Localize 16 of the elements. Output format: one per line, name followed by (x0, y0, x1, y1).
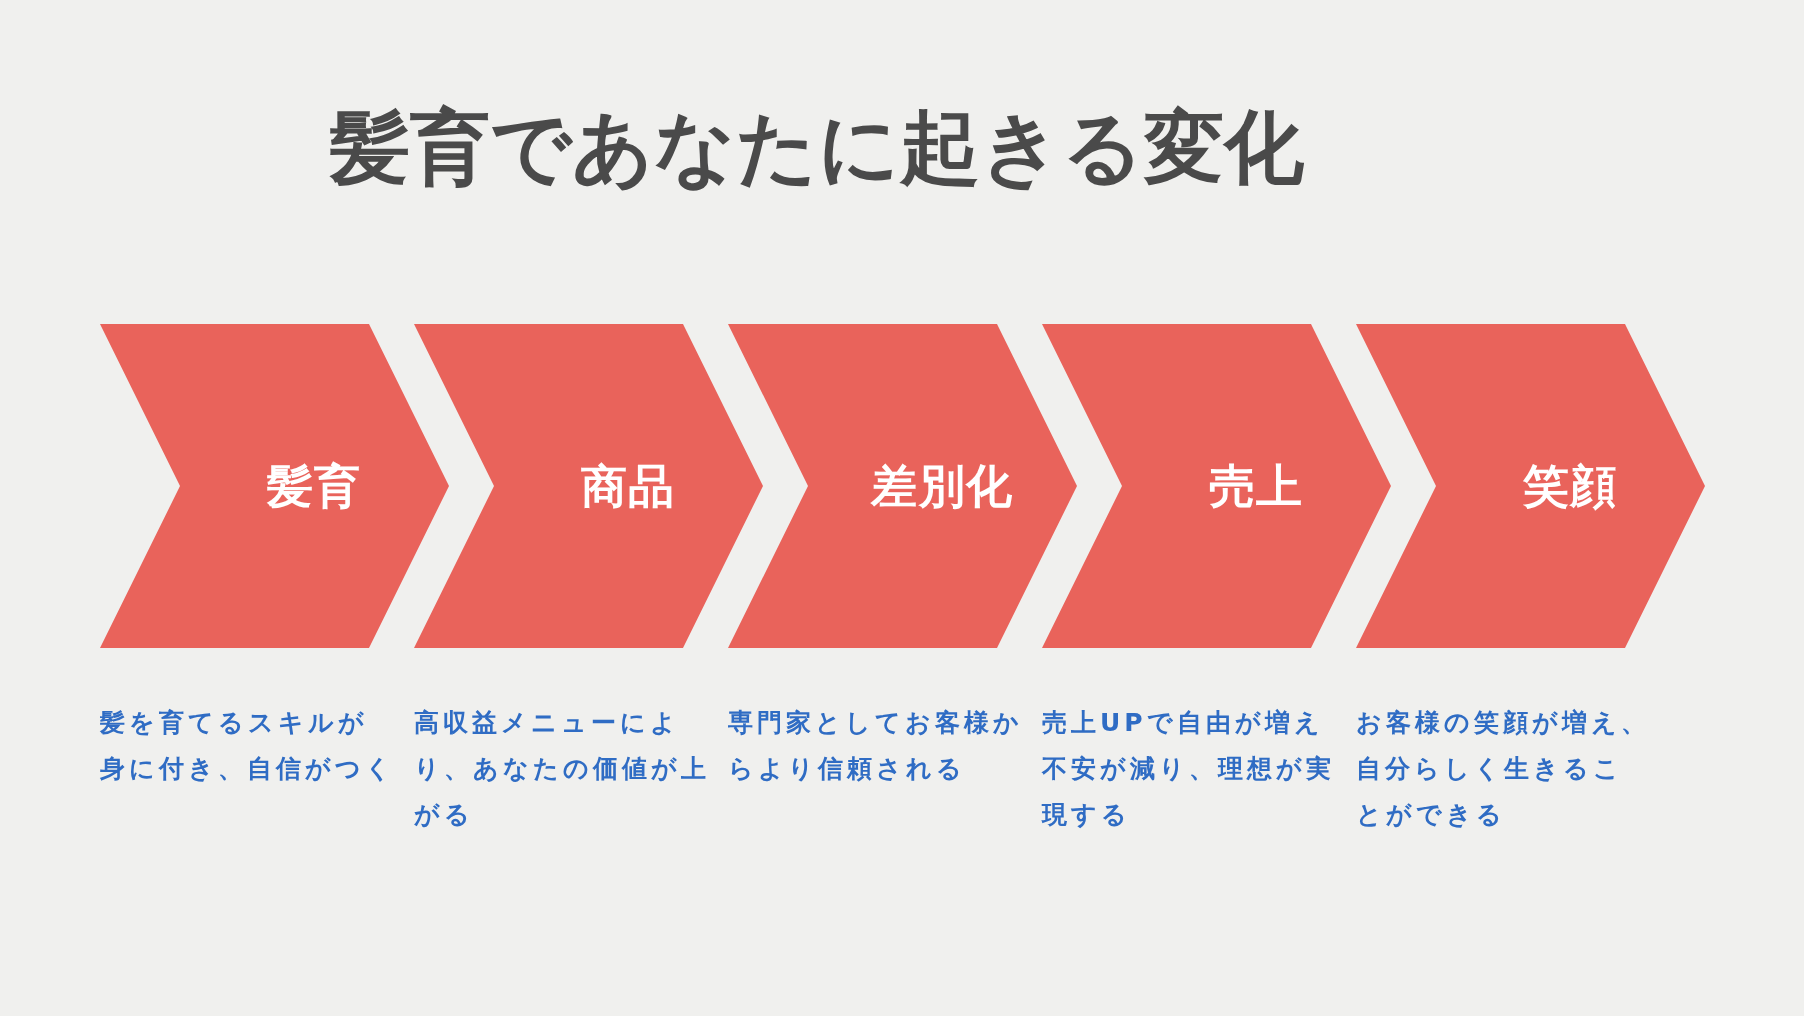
description-text: 専門家としてお客様からより信頼される (728, 707, 1024, 785)
description-text: 売上UPで自由が増え不安が減り、理想が実現する (1042, 707, 1336, 831)
step-label: 商品 (580, 457, 677, 515)
chevron-step (100, 324, 449, 648)
chevron-step (1356, 324, 1705, 648)
chevron-step (728, 324, 1077, 648)
title: 髪育であなたに起きる変化 (330, 100, 1304, 196)
step-label: 差別化 (870, 457, 1015, 515)
chevron-step (1042, 324, 1391, 648)
step-label: 売上 (1208, 457, 1305, 515)
description-text: 髪を育てるスキルが身に付き、自信がつく (100, 707, 396, 785)
description-text: お客様の笑顔が増え、自分らしく生きることができる (1356, 707, 1651, 831)
description-text: 高収益メニューにより、あなたの価値が上がる (414, 707, 710, 831)
step-label: 笑顔 (1522, 457, 1619, 515)
chevron-step (414, 324, 763, 648)
step-label: 髪育 (266, 457, 363, 515)
